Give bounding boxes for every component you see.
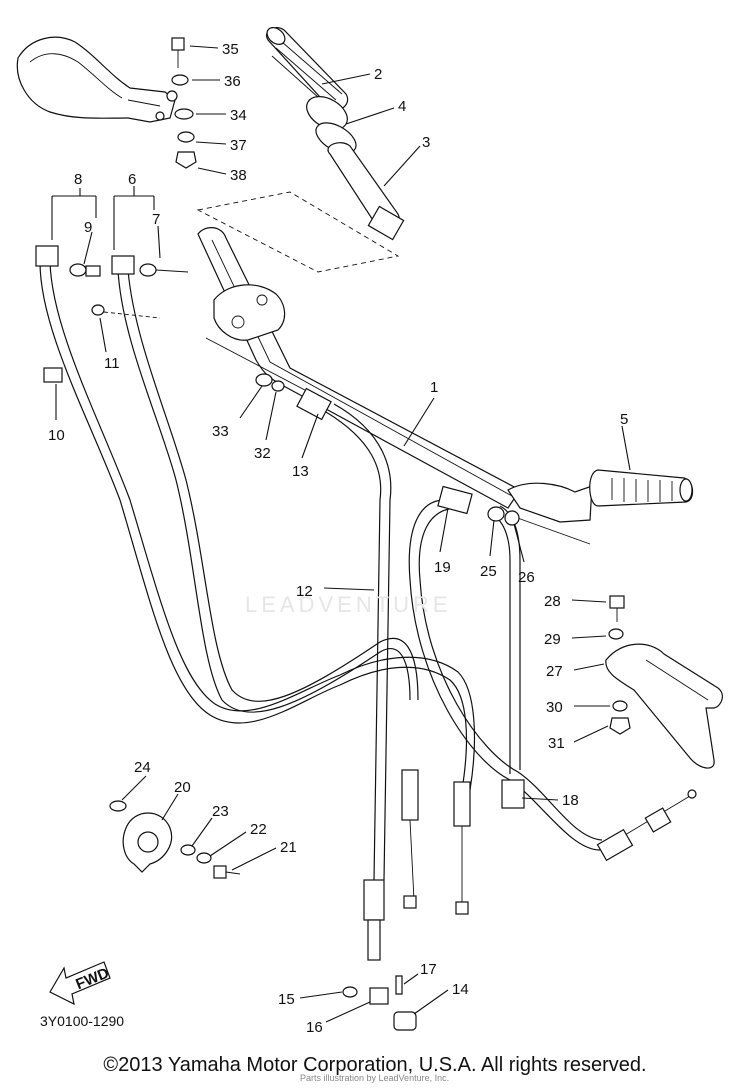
part-label-17: 17 [420,961,437,978]
brake-lever-hardware [608,595,631,735]
left-grip-assembly [266,27,405,241]
part-labels: 1 2 3 4 5 6 7 8 9 10 11 12 13 14 15 16 1… [48,41,628,1036]
grip-group-outline [196,191,400,273]
part-label-33: 33 [212,423,229,440]
part-label-26: 26 [518,569,535,586]
part-label-6: 6 [128,171,136,188]
part-label-20: 20 [174,779,191,796]
part-label-13: 13 [292,463,309,480]
guard-bolt-stack [171,37,197,169]
copyright-sub: Parts illustration by LeadVenture, Inc. [300,1073,450,1083]
part-label-24: 24 [134,759,151,776]
part-label-36: 36 [224,73,241,90]
leader-lines [51,45,631,1023]
part-label-34: 34 [230,107,247,124]
part-label-18: 18 [562,792,579,809]
part-label-32: 32 [254,445,271,462]
part-label-4: 4 [398,98,406,115]
svg-text:FWD: FWD [73,965,111,994]
part-label-12: 12 [296,583,313,600]
part-label-1: 1 [430,379,438,396]
part-label-37: 37 [230,137,247,154]
copyright-footer: ©2013 Yamaha Motor Corporation, U.S.A. A… [103,1054,647,1076]
part-label-25: 25 [480,563,497,580]
part-label-10: 10 [48,427,65,444]
left-lever-body [213,284,286,341]
part-label-22: 22 [250,821,267,838]
cable-clamp [109,800,241,879]
part-label-30: 30 [546,699,563,716]
diagram-code: 3Y0100-1290 [40,1013,125,1029]
handlebar [197,227,593,523]
part-label-27: 27 [546,663,563,680]
part-label-8: 8 [74,171,82,188]
part-label-15: 15 [278,991,295,1008]
brake-lever [605,643,723,769]
part-label-35: 35 [222,41,239,58]
fwd-arrow: FWD [49,961,112,1006]
right-grip [589,469,694,507]
part-label-19: 19 [434,559,451,576]
part-label-5: 5 [620,411,628,428]
part-label-31: 31 [548,735,565,752]
cable-fittings [35,245,697,961]
part-label-29: 29 [544,631,561,648]
part-label-7: 7 [152,211,160,228]
part-label-38: 38 [230,167,247,184]
part-label-2: 2 [374,66,382,83]
part-label-23: 23 [212,803,229,820]
part-label-9: 9 [84,219,92,236]
part-label-3: 3 [422,134,430,151]
left-hand-guard [16,36,178,123]
part-label-21: 21 [280,839,297,856]
part-label-11: 11 [104,355,120,372]
part-label-14: 14 [452,981,469,998]
small-hardware-left [43,263,189,383]
part-label-28: 28 [544,593,561,610]
part-label-16: 16 [306,1019,323,1036]
cables [39,261,691,906]
watermark: LEADVENTURE [245,592,452,617]
bottom-fittings [342,975,417,1031]
